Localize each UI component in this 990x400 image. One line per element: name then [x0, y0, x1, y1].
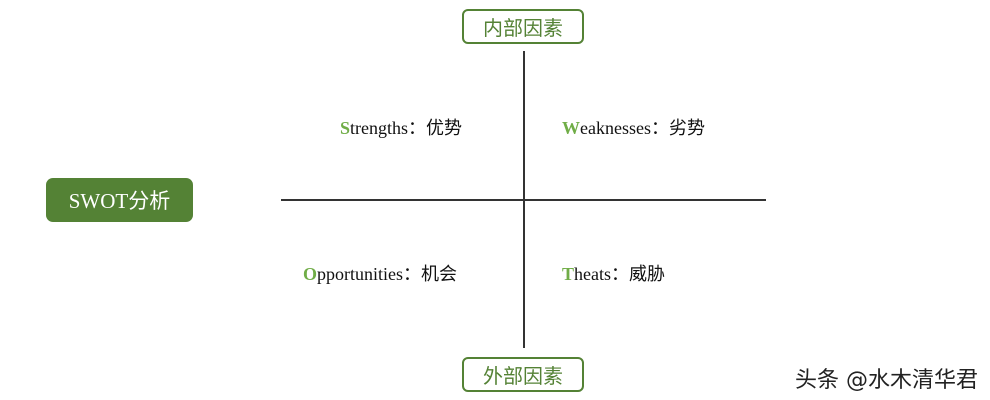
internal-factors-label: 内部因素 [483, 16, 563, 40]
quadrant-text: eaknesses：劣势 [580, 118, 705, 138]
quadrant-opportunities: Opportunities：机会 [303, 260, 457, 286]
quadrant-strengths: Strengths：优势 [340, 114, 462, 140]
swot-title: SWOT分析 [68, 189, 171, 213]
horizontal-axis [281, 199, 766, 201]
quadrant-weaknesses: Weaknesses：劣势 [562, 114, 705, 140]
quadrant-initial: W [562, 118, 580, 138]
quadrant-text: heats：威胁 [574, 264, 665, 284]
quadrant-text: trengths：优势 [350, 118, 463, 138]
watermark: 头条 @水木清华君 [795, 368, 978, 393]
quadrant-threats: Theats：威胁 [562, 260, 665, 286]
external-factors-box: 外部因素 [462, 357, 584, 392]
external-factors-label: 外部因素 [483, 364, 563, 388]
swot-title-box: SWOT分析 [46, 178, 193, 222]
quadrant-initial: S [340, 118, 351, 138]
quadrant-text: pportunities：机会 [317, 264, 458, 284]
quadrant-initial: O [303, 264, 318, 284]
quadrant-initial: T [562, 264, 575, 284]
internal-factors-box: 内部因素 [462, 9, 584, 44]
